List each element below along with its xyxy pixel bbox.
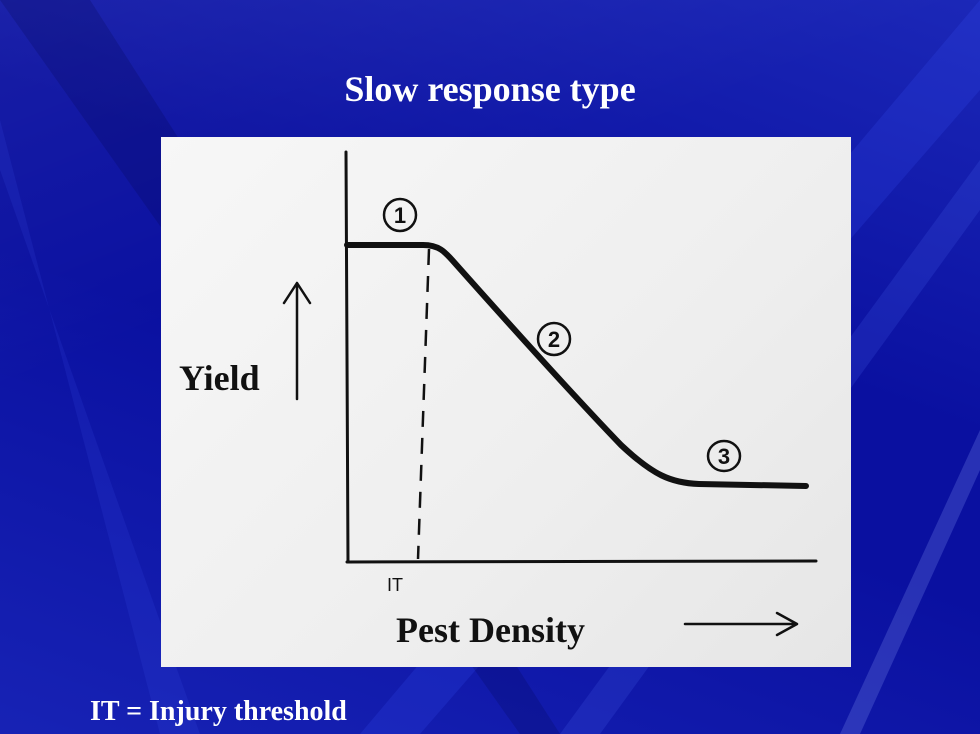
region-marker-2-label: 2 [548,327,560,352]
threshold-dashed-line [416,248,431,560]
region-marker-3-label: 3 [718,444,730,469]
region-marker-3: 3 [706,439,742,473]
threshold-label: IT [387,575,403,595]
y-axis-label: Yield [179,358,260,398]
region-marker-1: 1 [382,197,418,233]
x-axis-line [345,559,818,564]
y-direction-arrow-icon [282,281,312,401]
diagram-panel: Yield Pest Density IT 1 2 3 [161,137,851,667]
yield-curve [344,242,809,489]
region-marker-1-label: 1 [394,203,406,228]
region-marker-2: 2 [536,321,572,357]
y-axis-line [344,150,350,564]
yield-response-diagram: Yield Pest Density IT 1 2 3 [179,150,818,650]
x-axis-label: Pest Density [396,610,585,650]
slide-title: Slow response type [344,69,636,109]
injury-threshold-footnote: IT = Injury threshold [90,696,347,727]
x-direction-arrow-icon [683,611,799,637]
